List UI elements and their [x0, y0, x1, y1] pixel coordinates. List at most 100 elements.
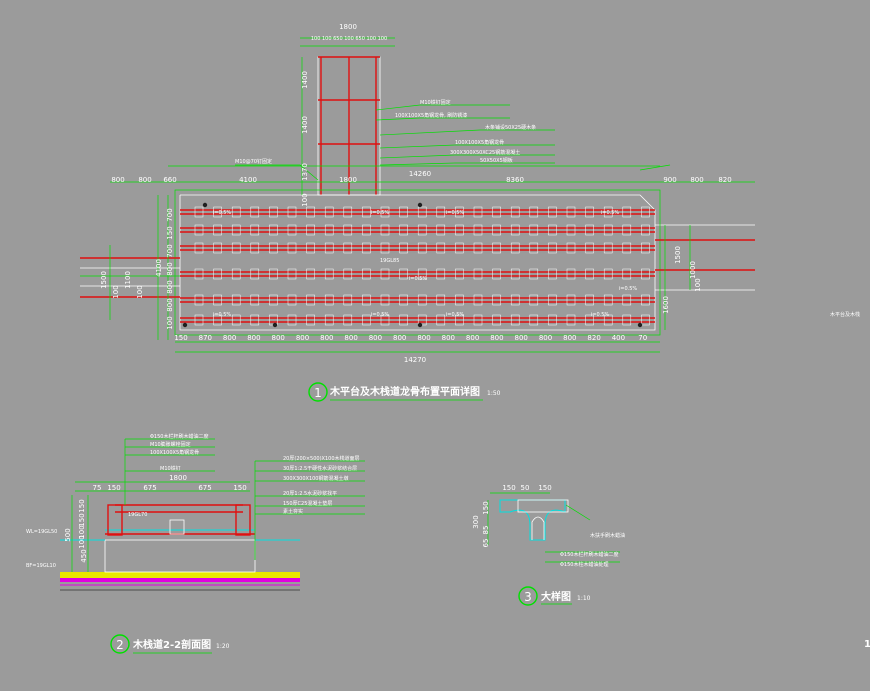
- blocking-block: [492, 206, 501, 218]
- top-dim-label: 800: [138, 176, 151, 184]
- section-note: 30厚1:2.5干硬性水泥砂浆结合层: [283, 465, 357, 472]
- section-note: 20厚(200×500)X100木栈道面层: [283, 455, 360, 462]
- blocking-block: [436, 242, 446, 254]
- blocking-block: [250, 268, 260, 280]
- blocking-block: [548, 294, 557, 306]
- pier-dim-label: 1370: [301, 163, 309, 181]
- blocking-block: [194, 294, 204, 306]
- blocking-block: [343, 268, 353, 280]
- blocking-block: [622, 294, 632, 306]
- bottom-dim-label: 870: [199, 334, 212, 342]
- top-dim-label: 4100: [239, 176, 257, 184]
- blocking-block: [343, 242, 353, 254]
- blocking-block: [231, 206, 241, 218]
- blocking-block: [417, 268, 427, 280]
- blocking-block: [585, 206, 594, 218]
- title-1-number: 1: [314, 386, 322, 400]
- left-walkway: [80, 257, 180, 298]
- blocking-block: [287, 294, 297, 306]
- blocking-block: [194, 206, 204, 218]
- blocking-block: [324, 294, 334, 306]
- blocking-block: [622, 242, 632, 254]
- blocking-block: [510, 242, 520, 254]
- plan-note: 50X50X5钢板: [480, 157, 513, 164]
- right-dim-label: 1500: [674, 246, 682, 264]
- blocking-block: [510, 268, 520, 280]
- section-vdim-label: 450: [80, 549, 88, 562]
- blocking-block: [269, 224, 278, 236]
- blocking-block: [455, 206, 464, 218]
- section-notes: Φ150木栏杆刷木蜡油二度M10膨胀螺栓固定100X100X5角钢龙骨M10铁钉…: [124, 433, 365, 560]
- section-bf: BF=19GL10: [26, 563, 56, 569]
- blocking-block: [529, 224, 539, 236]
- walk-dim-label: 1100: [124, 271, 132, 289]
- slope-label: i=0.5%: [591, 312, 610, 318]
- blocking-block: [603, 224, 613, 236]
- bottom-dim-label: 800: [466, 334, 479, 342]
- blocking-block: [436, 294, 446, 306]
- blocking-block: [529, 242, 539, 254]
- title-2-number: 2: [116, 638, 124, 652]
- blocking-block: [548, 268, 557, 280]
- right-walkway: [655, 224, 755, 291]
- blocking-block: [417, 314, 427, 326]
- blocking-block: [324, 314, 334, 326]
- section-note: M10膨胀螺栓固定: [150, 441, 191, 448]
- blocking-block: [269, 242, 278, 254]
- blocking-block: [473, 224, 483, 236]
- left-dim-label: 800: [166, 280, 174, 293]
- blocking-block: [269, 206, 278, 218]
- blocking-block: [566, 224, 576, 236]
- blocking-block: [455, 314, 464, 326]
- post-marker: [417, 202, 423, 208]
- top-dim-label: 8360: [506, 176, 524, 184]
- blocking-block: [622, 314, 632, 326]
- plan-note: 木条铺设50X25硬木条: [485, 124, 536, 131]
- bottom-dim-label: 820: [587, 334, 600, 342]
- blocking-block: [529, 294, 539, 306]
- blocking-block: [362, 314, 371, 326]
- blocking-block: [510, 224, 520, 236]
- blocking-block: [622, 206, 632, 218]
- pier: [317, 56, 381, 196]
- plan-note: M10@70钉固定: [235, 158, 272, 165]
- blocking-block: [436, 314, 446, 326]
- blocking-block: [529, 268, 539, 280]
- post-marker: [182, 322, 188, 328]
- blocking-block: [269, 268, 278, 280]
- section-vdim-label: 500: [64, 528, 72, 541]
- title-3: 3 大样图 1:10: [518, 586, 591, 606]
- slope-label: i=0.5%: [371, 210, 390, 216]
- plan-elevation: 19GL85: [380, 258, 399, 264]
- pier-dim-label: 1400: [301, 71, 309, 89]
- bottom-dim-label: 800: [320, 334, 333, 342]
- section-dim-label: 150: [107, 484, 120, 492]
- detail-dim-label: 50: [521, 484, 530, 492]
- blocking-block: [213, 242, 222, 254]
- blocking-block: [213, 268, 222, 280]
- blocking-block: [492, 268, 501, 280]
- title-1: 1 木平台及木栈道龙骨布置平面详图 1:50: [308, 382, 501, 402]
- blocking-block: [473, 268, 483, 280]
- blocking-block: [380, 224, 390, 236]
- blocking-block: [641, 224, 650, 236]
- pier-seg-dims: 100 100 650 100 650 100 100: [311, 36, 387, 42]
- plan-note: 100X100X5角钢龙骨, 刷防锈漆: [395, 112, 467, 119]
- top-dim-label: 800: [690, 176, 703, 184]
- blocking-block: [250, 206, 260, 218]
- blocking-block: [324, 206, 334, 218]
- blocking-block: [603, 242, 613, 254]
- blocking-block: [306, 268, 315, 280]
- blocking-block: [194, 224, 204, 236]
- right-clip-text: 1: [864, 639, 870, 650]
- blocking-block: [324, 242, 334, 254]
- total-top-dim: 14260: [409, 170, 431, 178]
- blocking-block: [566, 314, 576, 326]
- blocking-block: [343, 294, 353, 306]
- plan-note: 100X100X5角钢龙骨: [455, 139, 504, 146]
- slope-labels: i=0.5%i=0.5%i=0.5%i=0.5%i=0.5%i=0.5%i=0.…: [213, 210, 638, 318]
- blocking-block: [287, 224, 297, 236]
- blocking-block: [492, 242, 501, 254]
